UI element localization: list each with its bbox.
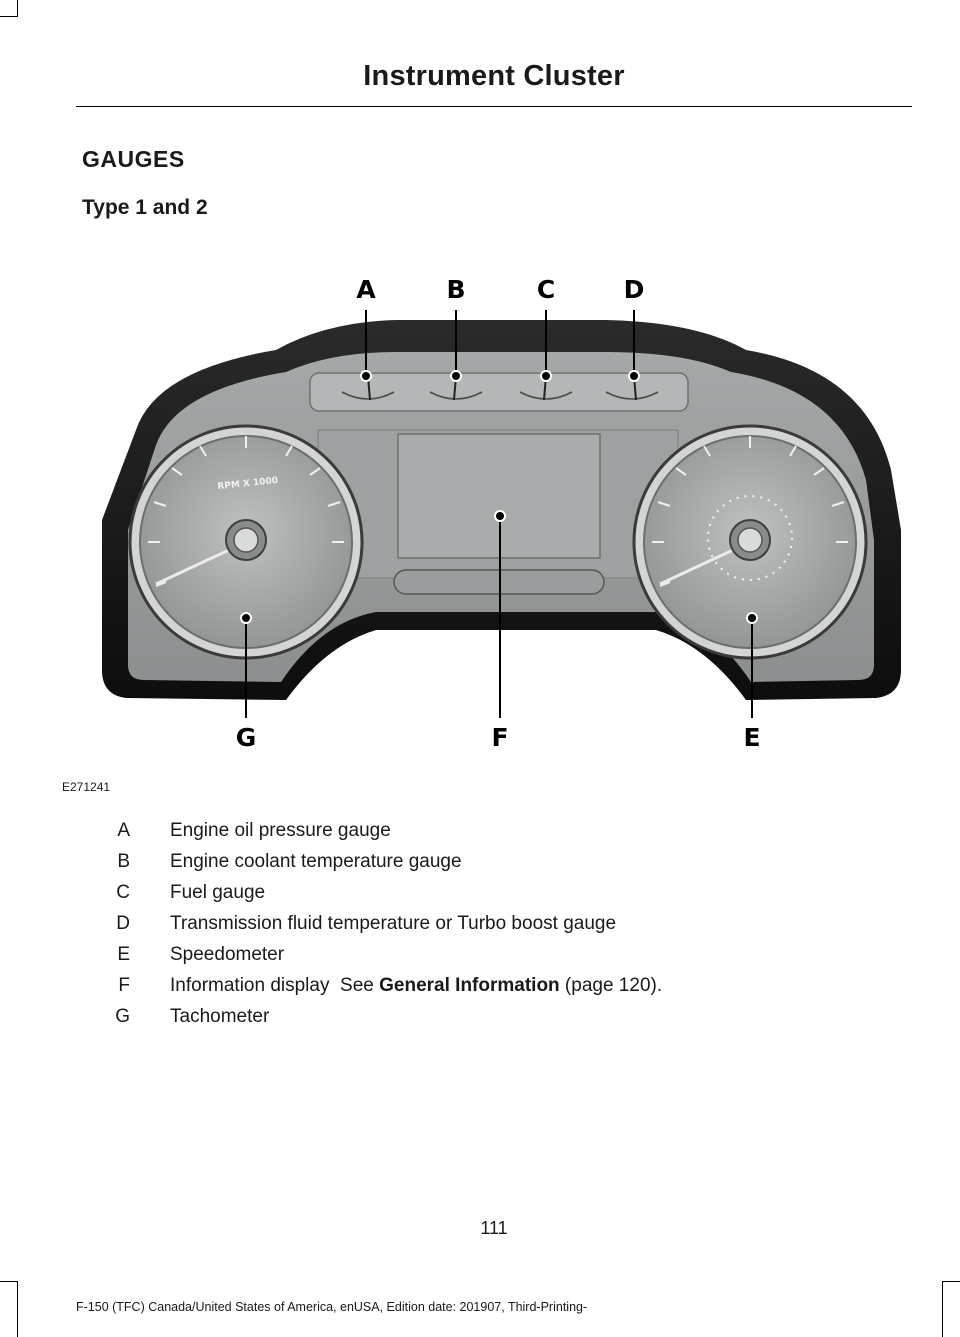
legend-item: A Engine oil pressure gauge xyxy=(82,820,902,851)
page-header-title: Instrument Cluster xyxy=(363,60,625,92)
legend-description: Transmission fluid temperature or Turbo … xyxy=(170,913,617,934)
crop-mark xyxy=(0,16,18,17)
crop-mark xyxy=(17,0,18,17)
speedometer-dial xyxy=(632,424,868,660)
page-number: 111 xyxy=(480,1218,508,1238)
callout-label-f: F xyxy=(491,723,508,750)
crop-mark xyxy=(17,1281,18,1337)
legend-description: Tachometer xyxy=(170,1006,270,1027)
callout-label-c: C xyxy=(537,275,555,304)
legend-key: D xyxy=(116,913,130,934)
legend-item: F Information display See General Inform… xyxy=(82,975,902,1006)
legend-item: G Tachometer xyxy=(82,1006,902,1037)
legend-item: C Fuel gauge xyxy=(82,882,902,913)
callout-label-d: D xyxy=(624,275,645,304)
instrument-cluster-illustration: RPM X 1000 xyxy=(102,275,901,750)
legend-list: A Engine oil pressure gauge B Engine coo… xyxy=(82,820,902,1037)
legend-description: Fuel gauge xyxy=(170,882,266,903)
page-reference: (page 120). xyxy=(559,975,663,996)
crop-mark xyxy=(942,1281,960,1282)
callout-dots xyxy=(240,370,758,624)
legend-item: E Speedometer xyxy=(82,944,902,975)
crop-mark xyxy=(942,1281,943,1337)
legend-key: A xyxy=(117,820,130,841)
legend-key: G xyxy=(115,1006,130,1027)
section-title: GAUGES xyxy=(82,146,185,172)
tachometer-dial: RPM X 1000 xyxy=(128,424,364,660)
mini-gauge-arcs xyxy=(341,391,659,400)
legend-key: F xyxy=(118,975,130,996)
crop-mark xyxy=(0,1281,18,1282)
legend-item: B Engine coolant temperature gauge xyxy=(82,851,902,882)
mini-gauge-strip xyxy=(309,372,689,412)
legend-key: B xyxy=(117,851,130,872)
callout-label-e: E xyxy=(743,723,760,750)
edition-footer: F-150 (TFC) Canada/United States of Amer… xyxy=(76,1300,588,1314)
legend-description: Engine oil pressure gauge xyxy=(170,820,391,841)
legend-description: Speedometer xyxy=(170,944,285,965)
legend-description: Information display See General Informat… xyxy=(170,975,662,997)
callout-lines xyxy=(245,310,753,718)
cross-reference-link[interactable]: General Information xyxy=(379,975,560,996)
callout-label-g: G xyxy=(236,723,257,750)
legend-key: E xyxy=(117,944,130,965)
legend-key: C xyxy=(116,882,130,903)
figure-id: E271241 xyxy=(62,780,111,794)
callout-label-a: A xyxy=(356,275,376,304)
header-divider xyxy=(76,106,912,107)
legend-description-text: Information display See xyxy=(170,975,380,996)
subsection-title: Type 1 and 2 xyxy=(82,196,208,219)
legend-item: D Transmission fluid temperature or Turb… xyxy=(82,913,902,944)
legend-description: Engine coolant temperature gauge xyxy=(170,851,462,872)
callout-label-b: B xyxy=(446,275,465,304)
